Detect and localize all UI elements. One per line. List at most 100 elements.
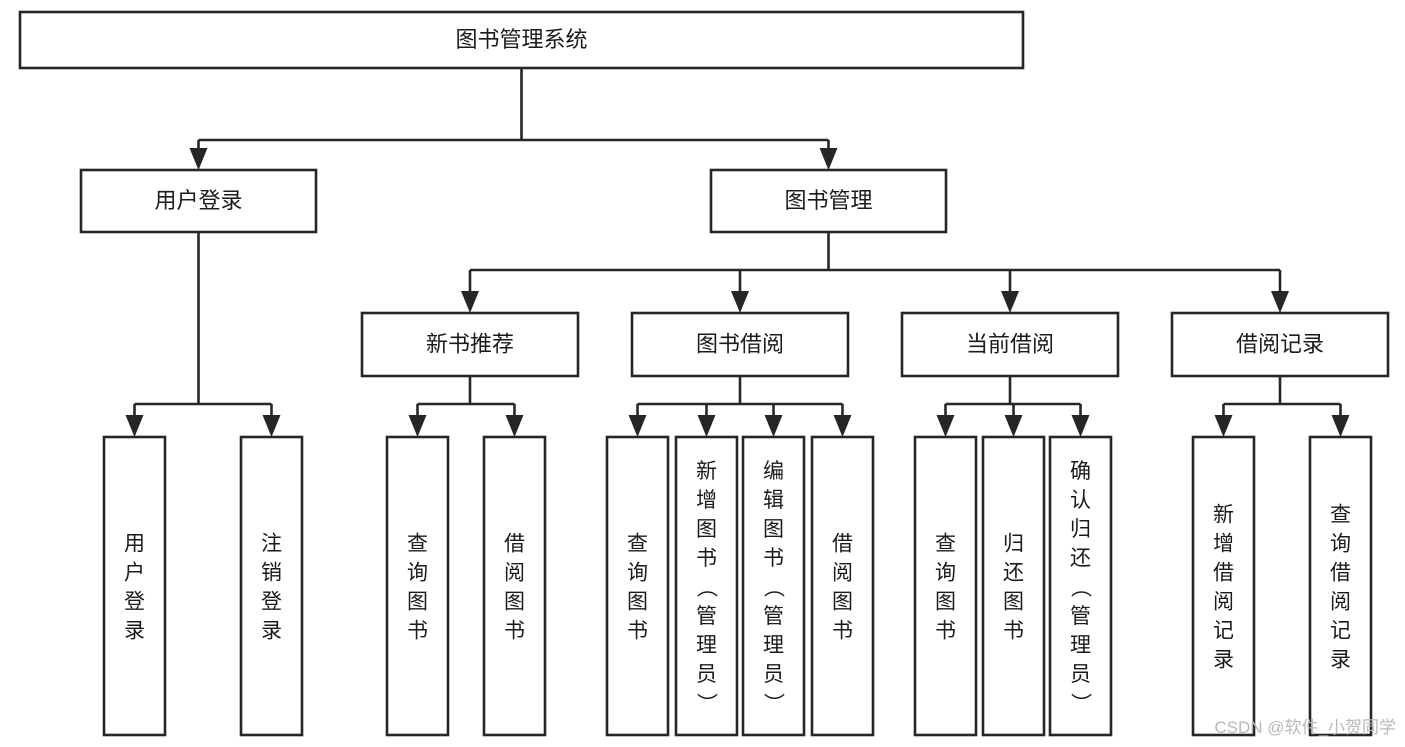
svg-text:认: 认 xyxy=(1070,489,1091,512)
svg-text:还: 还 xyxy=(1070,547,1091,570)
node-current-borrow[interactable]: 当前借阅 xyxy=(900,311,1120,378)
arrow-head xyxy=(461,291,479,313)
node-box-leaf-borrow-book xyxy=(810,435,875,737)
node-box-leaf-query-book-borrow xyxy=(605,435,670,737)
svg-text:登: 登 xyxy=(124,591,145,614)
node-layer: 图书管理系统用户登录图书管理新书推荐图书借阅当前借阅借阅记录用户登录注销登录查询… xyxy=(18,10,1390,737)
node-box-leaf-user-login xyxy=(102,435,167,737)
arrow-head xyxy=(1071,415,1090,437)
arrow-head xyxy=(262,415,281,437)
node-book-borrow[interactable]: 图书借阅 xyxy=(630,311,850,378)
svg-text:用: 用 xyxy=(124,533,145,556)
svg-text:确: 确 xyxy=(1070,460,1091,483)
svg-text:辑: 辑 xyxy=(763,489,784,512)
svg-text:新: 新 xyxy=(696,460,717,483)
node-box-leaf-edit-book xyxy=(741,435,806,737)
arrow-head xyxy=(697,415,716,437)
node-book-management[interactable]: 图书管理 xyxy=(709,168,948,234)
node-box-leaf-query-book-recommend xyxy=(385,435,450,737)
svg-text:书: 书 xyxy=(504,620,525,643)
node-new-book-recommend[interactable]: 新书推荐 xyxy=(360,311,580,378)
svg-text:阅: 阅 xyxy=(1330,591,1351,614)
svg-text:还: 还 xyxy=(1003,562,1024,585)
svg-text:（: （ xyxy=(762,577,785,598)
node-label-borrow-records: 借阅记录 xyxy=(1236,331,1324,356)
arrow-head xyxy=(1214,415,1233,437)
node-box-leaf-confirm-return xyxy=(1048,435,1113,737)
svg-text:理: 理 xyxy=(763,634,784,657)
svg-text:书: 书 xyxy=(832,620,853,643)
svg-text:询: 询 xyxy=(1330,533,1351,556)
svg-text:图: 图 xyxy=(696,518,717,541)
arrow-head xyxy=(819,148,838,170)
svg-text:查: 查 xyxy=(627,533,648,556)
svg-text:图: 图 xyxy=(763,518,784,541)
arrow-head xyxy=(408,415,427,437)
node-box-leaf-logout xyxy=(239,435,304,737)
csdn-watermark: CSDN @软件_小贺同学 xyxy=(1214,718,1396,737)
svg-text:录: 录 xyxy=(261,620,282,643)
connector-layer xyxy=(125,68,1350,437)
arrow-head xyxy=(936,415,955,437)
svg-text:书: 书 xyxy=(407,620,428,643)
svg-text:查: 查 xyxy=(935,533,956,556)
svg-text:图: 图 xyxy=(407,591,428,614)
svg-text:新: 新 xyxy=(1213,504,1234,527)
node-leaf-user-login[interactable]: 用户登录 xyxy=(102,435,167,737)
svg-text:户: 户 xyxy=(124,562,145,585)
svg-text:记: 记 xyxy=(1213,620,1234,643)
svg-text:管: 管 xyxy=(1070,605,1091,628)
node-box-leaf-query-book-current xyxy=(913,435,978,737)
arrow-head xyxy=(731,291,749,313)
node-box-leaf-return-book xyxy=(981,435,1046,737)
svg-text:管: 管 xyxy=(763,605,784,628)
arrow-head xyxy=(628,415,647,437)
svg-text:书: 书 xyxy=(763,547,784,570)
svg-text:阅: 阅 xyxy=(1213,591,1234,614)
svg-text:询: 询 xyxy=(407,562,428,585)
svg-text:记: 记 xyxy=(1330,620,1351,643)
arrow-head xyxy=(1271,291,1289,313)
svg-text:（: （ xyxy=(695,577,718,598)
svg-text:阅: 阅 xyxy=(832,562,853,585)
svg-text:注: 注 xyxy=(261,533,282,556)
svg-text:）: ） xyxy=(695,693,718,714)
node-label-user-login: 用户登录 xyxy=(154,188,242,213)
svg-text:书: 书 xyxy=(627,620,648,643)
node-label-root: 图书管理系统 xyxy=(455,27,587,52)
svg-text:销: 销 xyxy=(261,562,282,585)
node-box-user-login xyxy=(79,168,318,234)
svg-text:编: 编 xyxy=(763,460,784,483)
node-borrow-records[interactable]: 借阅记录 xyxy=(1170,311,1390,378)
svg-text:查: 查 xyxy=(1330,504,1351,527)
svg-text:归: 归 xyxy=(1070,518,1091,541)
node-box-borrow-records xyxy=(1170,311,1390,378)
node-user-login[interactable]: 用户登录 xyxy=(79,168,318,234)
svg-text:图: 图 xyxy=(1003,591,1024,614)
svg-text:查: 查 xyxy=(407,533,428,556)
node-root[interactable]: 图书管理系统 xyxy=(18,10,1025,70)
svg-text:员: 员 xyxy=(1070,663,1091,686)
svg-text:登: 登 xyxy=(261,591,282,614)
node-label-book-borrow: 图书借阅 xyxy=(696,331,784,356)
